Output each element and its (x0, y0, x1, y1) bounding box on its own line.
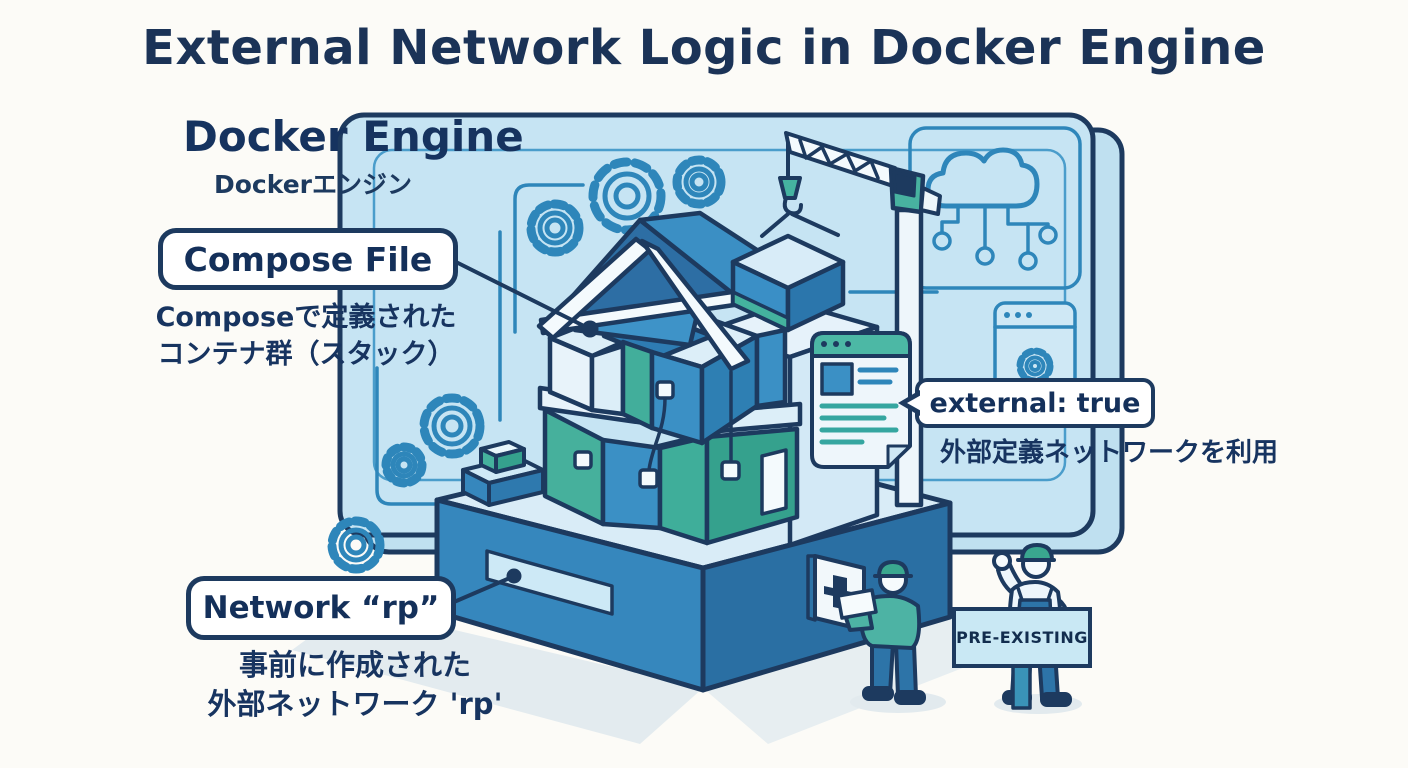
cloud-network-icon (908, 126, 1082, 290)
ground-shadow (292, 606, 1014, 744)
gear-icon (672, 155, 726, 209)
network-rp-desc-line2: 外部ネットワーク 'rp' (207, 687, 503, 721)
compose-file-desc-line1: Composeで定義された (155, 302, 457, 333)
compose-document-icon (810, 331, 912, 469)
plinth-block (461, 440, 545, 507)
external-true-description: 外部定義ネットワークを利用 (940, 438, 1279, 468)
external-true-text: external: true (929, 387, 1141, 419)
connector-wires (573, 370, 741, 489)
external-true-bubble: external: true (898, 378, 1155, 428)
docker-engine-heading: Docker Engine (183, 112, 524, 161)
container-cube-icon (730, 233, 846, 333)
speech-bubble-tail-inner (907, 394, 923, 412)
signpost-icon (1011, 664, 1032, 710)
network-rp-description: 事前に作成された 外部ネットワーク 'rp' (150, 646, 560, 724)
network-rp-desc-line1: 事前に作成された (238, 648, 471, 682)
worker-icon (836, 560, 926, 705)
gear-icon (327, 516, 385, 574)
gear-icon (419, 393, 485, 459)
gear-icon (588, 157, 666, 235)
compose-file-description: Composeで定義された コンテナ群（スタック） (128, 299, 484, 373)
network-rp-label: Network “rp” (186, 576, 456, 640)
network-rp-label-text: Network “rp” (202, 590, 440, 626)
compose-file-label-text: Compose File (183, 239, 433, 279)
page-title: External Network Logic in Docker Engine (142, 20, 1266, 76)
gear-icon (526, 199, 584, 257)
callout-connectors (452, 260, 599, 604)
pre-existing-sign: PRE-EXISTING (952, 607, 1092, 668)
compose-file-label: Compose File (158, 228, 458, 290)
gear-icon (381, 442, 427, 488)
container-cube-icon (547, 295, 788, 446)
crane-icon (760, 131, 942, 238)
compose-file-desc-line2: コンテナ群（スタック） (157, 339, 455, 370)
docker-engine-heading-jp: Dockerエンジン (214, 170, 412, 199)
